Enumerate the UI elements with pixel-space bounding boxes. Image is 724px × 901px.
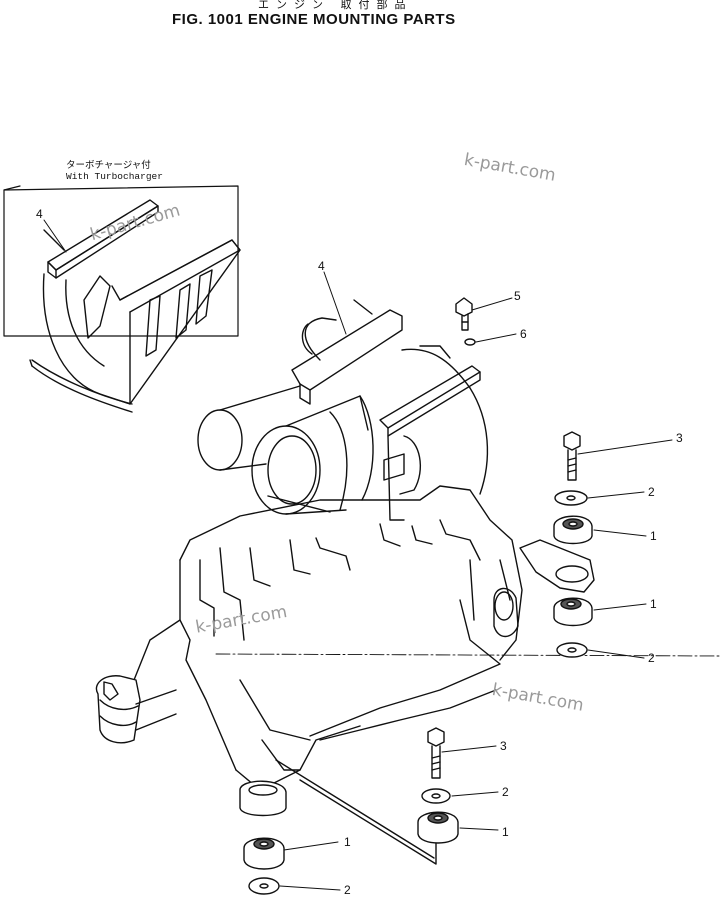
mount-front-right-lower-part — [553, 597, 593, 627]
small-washer-part — [464, 338, 476, 346]
inset-turbocharger-view — [3, 185, 241, 413]
bolt-rear-part — [427, 727, 445, 779]
turbocharger-body — [197, 345, 489, 521]
callout-washer-front-right-upper: 2 — [648, 485, 655, 499]
callout-washer-rear-lower: 2 — [344, 883, 351, 897]
callout-mount-front-right-upper: 1 — [650, 529, 657, 543]
callout-mount-front-right-lower: 1 — [650, 597, 657, 611]
callout-washer-front-right-lower: 2 — [648, 651, 655, 665]
washer-rear-upper-part — [421, 788, 451, 804]
callout-bolt-rear: 3 — [500, 739, 507, 753]
small-bolt-part — [455, 297, 473, 331]
center-line — [215, 653, 721, 657]
callout-mount-rear-lower: 1 — [344, 835, 351, 849]
mount-rear-lower-part — [243, 837, 285, 870]
callout-bolt-front-right: 3 — [676, 431, 683, 445]
callout-small-bolt: 5 — [514, 289, 521, 303]
callout-mount-rear-upper: 1 — [502, 825, 509, 839]
figure-title: FIG. 1001 ENGINE MOUNTING PARTS — [172, 11, 456, 28]
washer-rear-lower-part — [248, 877, 280, 895]
mount-front-right-upper-part — [553, 515, 593, 545]
bracket-part — [291, 299, 481, 437]
bolt-front-right-part — [563, 431, 581, 481]
callout-small-washer: 6 — [520, 327, 527, 341]
leader-lines — [43, 219, 673, 891]
washer-front-right-lower-part — [556, 642, 588, 658]
figure-title-japanese: エンジン 取付部品 — [258, 0, 413, 11]
inset-bracket-part — [29, 199, 241, 413]
inset-caption-english: With Turbocharger — [66, 171, 163, 182]
mount-rear-upper-part — [417, 811, 459, 844]
callout-bracket: 4 — [318, 259, 325, 273]
callout-inset-bracket: 4 — [36, 207, 43, 221]
inset-caption-japanese: ターボチャージャ付 — [66, 160, 151, 171]
inset-caption: ターボチャージャ付 With Turbocharger — [66, 160, 163, 182]
callout-washer-rear-upper: 2 — [502, 785, 509, 799]
engine-block — [95, 485, 595, 865]
washer-front-right-upper-part — [554, 490, 588, 506]
